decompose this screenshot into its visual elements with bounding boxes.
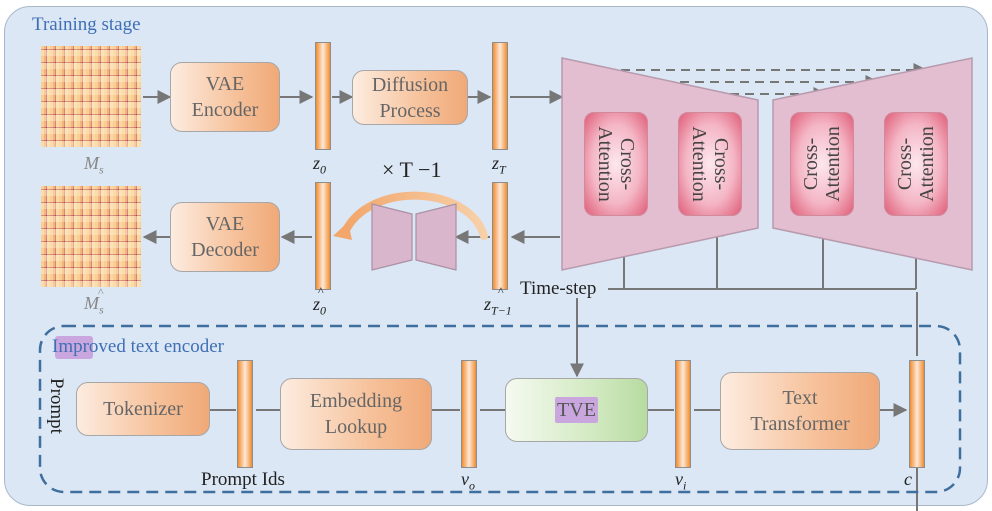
cross-attention-4: Cross- Attention bbox=[884, 112, 948, 216]
z0-label: z0 bbox=[313, 153, 327, 177]
vi-bar bbox=[675, 360, 691, 468]
ms-hat-label: Ms^ bbox=[84, 285, 104, 317]
iteration-count-label: × T −1 bbox=[382, 157, 442, 182]
vo-label: vo bbox=[461, 469, 475, 493]
embedding-lookup-box: Embedding Lookup bbox=[280, 378, 432, 450]
iteration-loop-head bbox=[333, 222, 352, 240]
iteration-loop-curve bbox=[341, 191, 488, 240]
unet-decoder-block bbox=[772, 57, 973, 271]
diffusion-process-box: Diffusion Process bbox=[352, 70, 468, 125]
tokenizer-box: Tokenizer bbox=[76, 382, 210, 436]
cross-attention-1: Cross- Attention bbox=[584, 112, 648, 216]
latent-zt-bar bbox=[492, 42, 508, 150]
zt1-hat-label: zT−1^ bbox=[484, 284, 512, 318]
text-encoder-title: Improved text encoder bbox=[52, 336, 224, 359]
time-step-label: Time-step bbox=[520, 278, 597, 299]
prompt-label: Prompt bbox=[46, 378, 67, 434]
c-bar bbox=[909, 360, 925, 468]
vi-label: vi bbox=[675, 469, 687, 493]
ms-label: Ms bbox=[84, 153, 104, 177]
unet-encoder-block bbox=[561, 57, 759, 271]
vae-encoder-box: VAE Encoder bbox=[170, 62, 280, 132]
latent-z0-bar bbox=[315, 42, 331, 150]
vae-decoder-box: VAE Decoder bbox=[170, 202, 280, 272]
prompt-ids-bar bbox=[237, 360, 253, 468]
text-encoder-boundary bbox=[38, 324, 962, 494]
tve-box: TVE bbox=[505, 378, 648, 442]
mini-unet-right bbox=[415, 203, 457, 271]
c-label: c bbox=[904, 469, 912, 489]
output-spectrogram bbox=[41, 186, 141, 287]
input-spectrogram bbox=[41, 46, 141, 147]
cross-attention-3: Cross- Attention bbox=[790, 112, 854, 216]
prompt-ids-label: Prompt Ids bbox=[201, 469, 285, 490]
latent-z0-hat-bar bbox=[315, 182, 331, 290]
zt-label: zT bbox=[492, 153, 506, 177]
vo-bar bbox=[461, 360, 477, 468]
text-transformer-box: Text Transformer bbox=[720, 372, 880, 450]
latent-zt1-hat-bar bbox=[492, 182, 508, 290]
z0-hat-label: z0^ bbox=[313, 284, 327, 318]
highlight-mark bbox=[55, 336, 93, 359]
mini-unet-left bbox=[371, 203, 413, 271]
stage-title: Training stage bbox=[32, 14, 141, 35]
cross-attention-2: Cross- Attention bbox=[678, 112, 742, 216]
